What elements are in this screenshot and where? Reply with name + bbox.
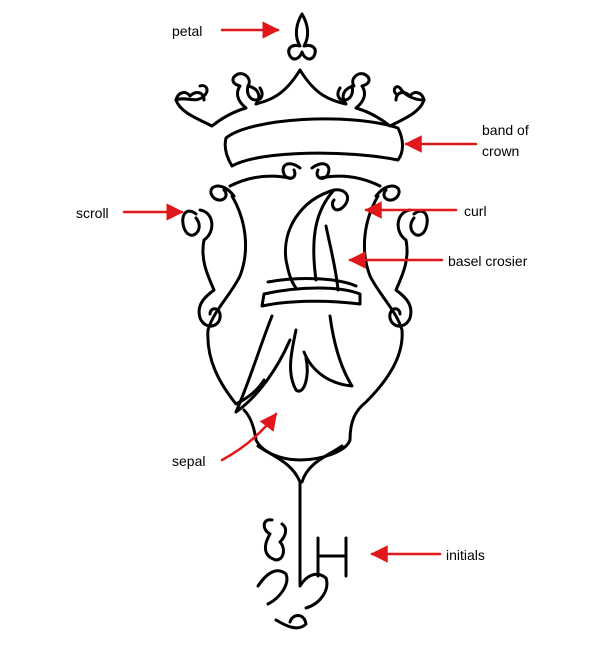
label-petal: petal <box>172 23 203 39</box>
label-initials: initials <box>446 547 485 563</box>
corner-curl-right <box>374 184 401 202</box>
crown-top <box>174 68 426 128</box>
crosier-foot <box>289 328 309 393</box>
initials-mark <box>256 518 348 630</box>
crown <box>174 12 426 168</box>
label-band-of-crown: band of crown <box>482 122 529 159</box>
sepal-right <box>302 314 354 388</box>
pointer-arrows <box>122 21 478 563</box>
crosier-ring <box>260 286 362 308</box>
crosier-crook <box>283 188 350 290</box>
crown-left-point <box>174 91 206 102</box>
initial-sub <box>256 569 329 610</box>
corner-curl-left <box>209 184 236 202</box>
arrow-sepal <box>220 412 278 462</box>
label-curl: curl <box>464 203 487 219</box>
sepal-left <box>234 314 292 414</box>
crown-right-point <box>394 91 426 102</box>
crosier-shaft-right <box>324 224 340 292</box>
side-scroll-right <box>388 208 429 328</box>
stem <box>256 444 344 586</box>
crown-band <box>223 117 404 168</box>
initial-h <box>316 536 348 578</box>
label-scroll: scroll <box>76 205 109 221</box>
side-scroll-left <box>181 208 222 328</box>
shield <box>181 162 429 586</box>
crown-inner-fleur-left <box>246 84 264 102</box>
crown-inner-fleur-right <box>336 84 354 102</box>
label-basel-crosier: basel crosier <box>448 253 528 269</box>
initial-loop <box>262 518 288 562</box>
shield-left-edge <box>206 194 266 406</box>
crown-petal-center <box>287 12 317 61</box>
crosier <box>234 188 362 414</box>
top-scroll-left <box>281 162 302 180</box>
label-sepal: sepal <box>172 453 206 469</box>
top-scroll-right <box>310 162 331 180</box>
